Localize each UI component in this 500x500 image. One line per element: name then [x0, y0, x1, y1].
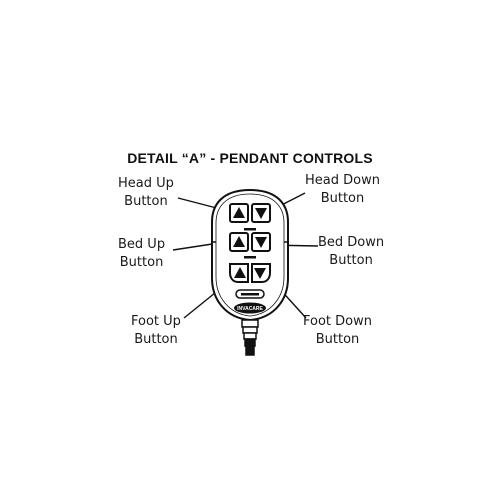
- label-head-up-line2: Button: [124, 194, 168, 209]
- bed-down-button[interactable]: [251, 232, 271, 252]
- label-head-down-line1: Head Down: [305, 173, 380, 188]
- label-bed-down: Bed Down Button: [318, 234, 384, 270]
- svg-text:INVACARE: INVACARE: [237, 306, 263, 312]
- pendant-inner-outline: [215, 193, 285, 317]
- pendant-logo: INVACARE: [234, 302, 266, 314]
- head-up-button[interactable]: [229, 203, 249, 223]
- label-foot-down: Foot Down Button: [303, 313, 372, 349]
- label-bed-down-line1: Bed Down: [318, 235, 385, 250]
- down-arrow-icon: [255, 237, 267, 248]
- foot-down-button[interactable]: [251, 263, 271, 283]
- bed-up-button[interactable]: [229, 232, 249, 252]
- foot-up-button[interactable]: [229, 263, 249, 283]
- label-head-down: Head Down Button: [305, 172, 380, 208]
- row-divider-top: [244, 228, 256, 231]
- label-foot-down-line1: Foot Down: [303, 314, 372, 329]
- label-foot-up-line2: Button: [134, 332, 178, 347]
- label-foot-up: Foot Up Button: [131, 313, 181, 349]
- label-bed-up-line1: Bed Up: [118, 237, 166, 252]
- label-bed-down-line2: Button: [329, 253, 373, 268]
- head-down-button[interactable]: [251, 203, 271, 223]
- figure-title: DETAIL “A” - PENDANT CONTROLS: [127, 150, 373, 166]
- pendant-cord: [241, 319, 259, 356]
- label-foot-up-line1: Foot Up: [131, 314, 181, 329]
- label-head-down-line2: Button: [320, 191, 365, 206]
- up-arrow-icon: [233, 207, 245, 218]
- up-arrow-icon: [233, 236, 245, 247]
- label-head-up: Head Up Button: [118, 175, 174, 211]
- label-bed-up-line2: Button: [119, 255, 164, 270]
- down-arrow-icon: [254, 268, 266, 279]
- up-arrow-icon: [234, 267, 246, 278]
- label-head-up-line1: Head Up: [118, 176, 174, 191]
- label-foot-down-line2: Button: [315, 332, 360, 347]
- pendant-status-bar: [241, 293, 259, 296]
- down-arrow-icon: [255, 208, 267, 219]
- row-divider-bottom: [244, 256, 256, 259]
- label-bed-up: Bed Up Button: [118, 236, 165, 272]
